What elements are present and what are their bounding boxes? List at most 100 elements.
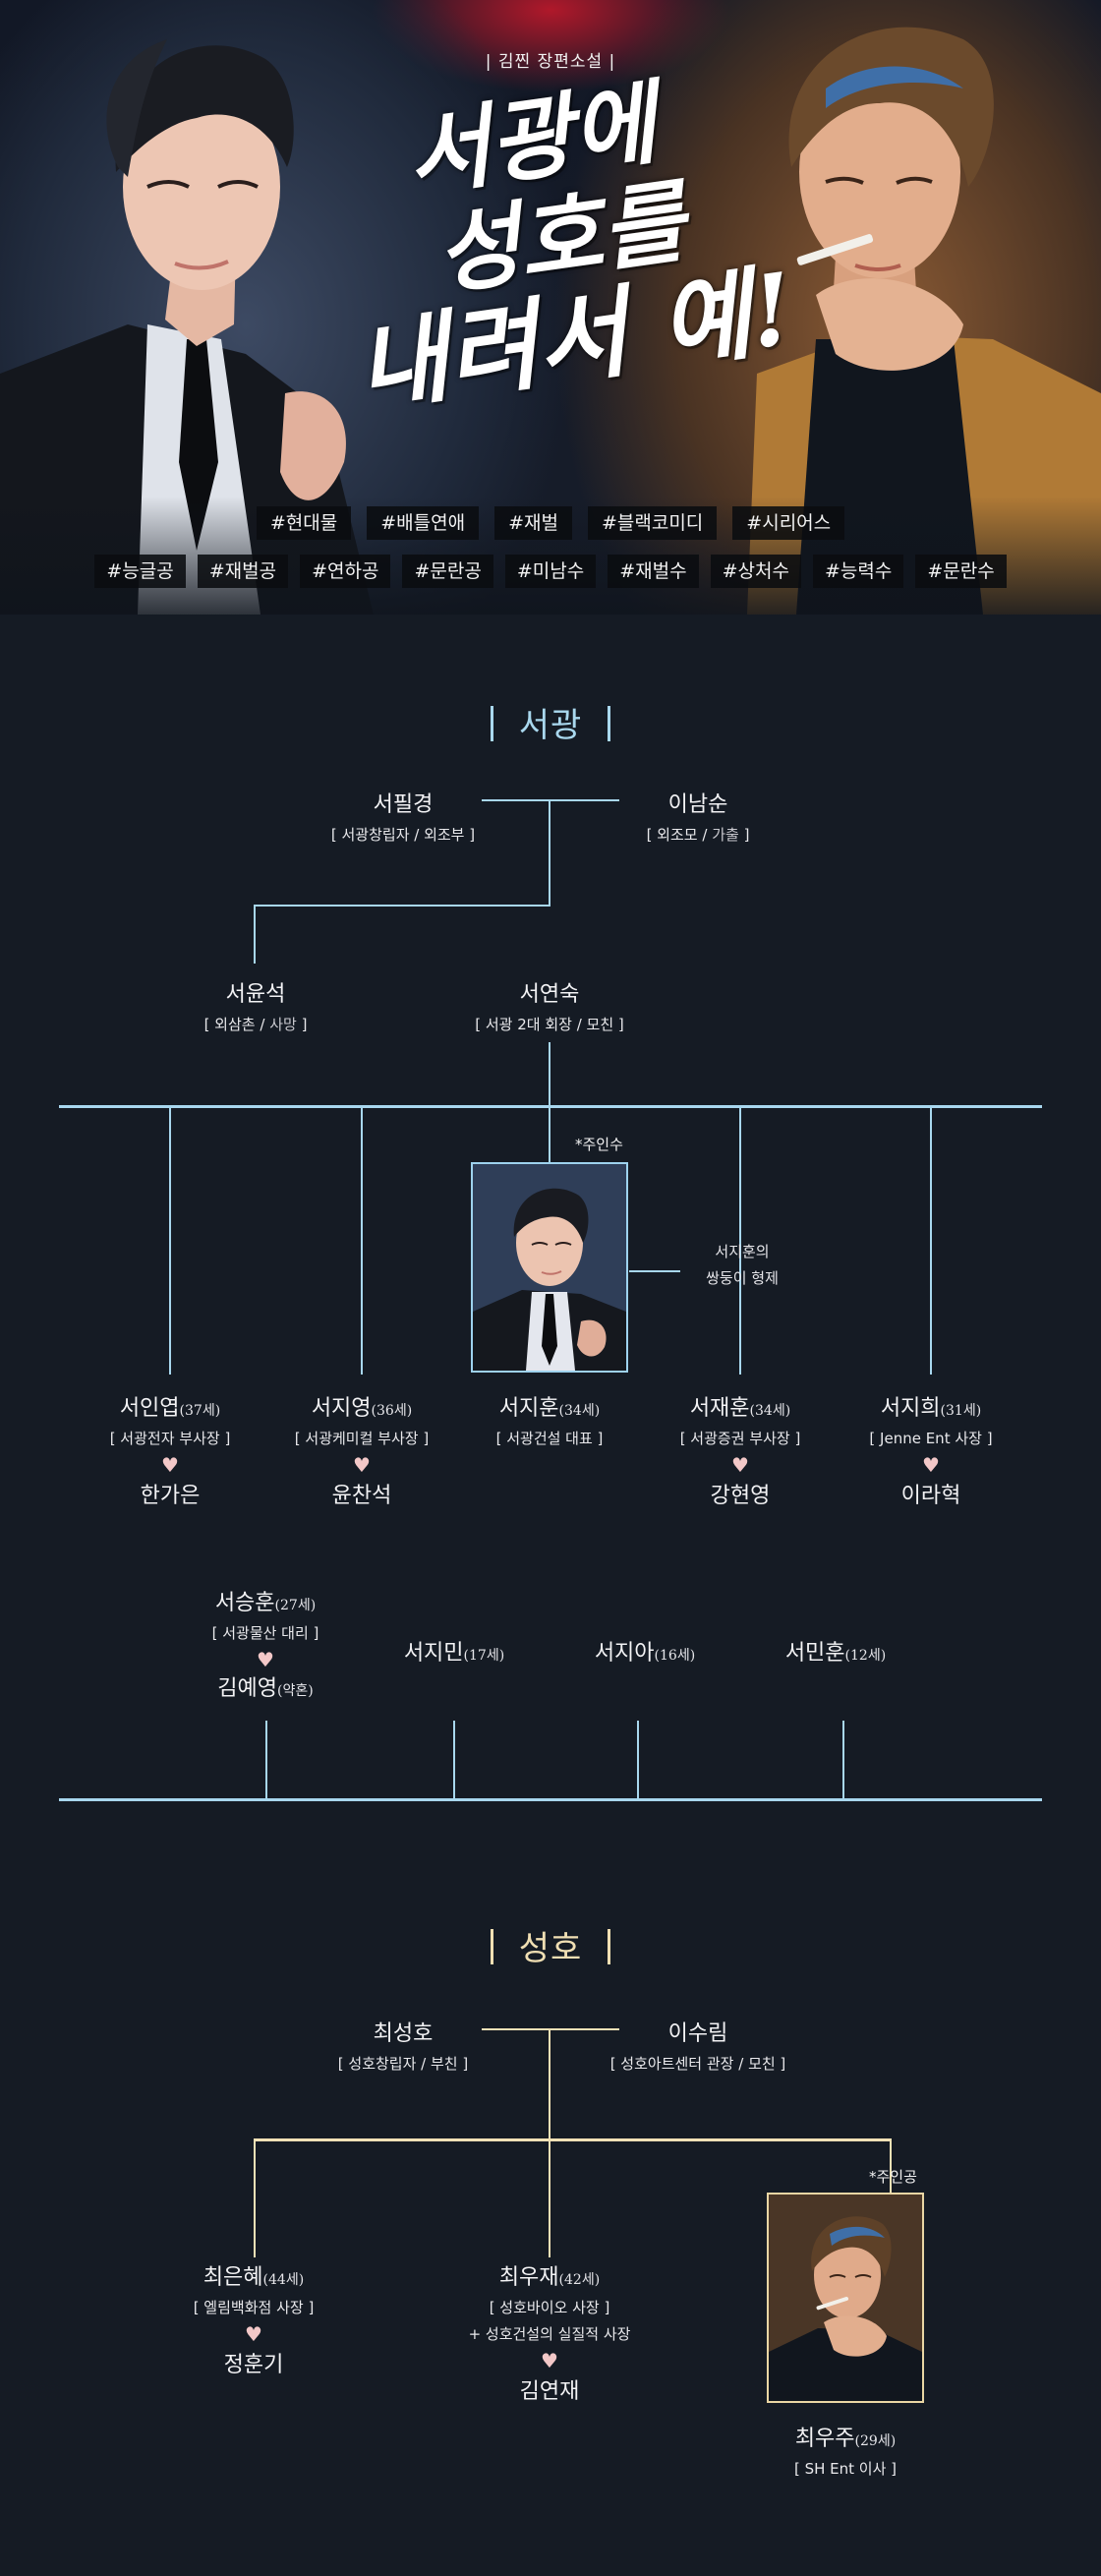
person-seoyunseok: 서윤석 [ 외삼촌 / 사망 ] [108, 976, 403, 1034]
drop-line [549, 2028, 550, 2139]
author-label: | 김찐 장편소설 | [485, 52, 616, 72]
partner-name: 강현영 [710, 1484, 771, 1508]
branch-line [254, 905, 550, 907]
person-role: [ 서광전자 부사장 ] [109, 1430, 231, 1447]
person-seojiyeong: 서지영(36세) [ 서광케미컬 부사장 ] ♥ 윤찬석 [263, 1390, 460, 1509]
person-name: 서필경 [373, 792, 434, 817]
person-role: [ 성호아트센터 관장 / 모친 ] [609, 2055, 786, 2073]
drop-line [254, 905, 256, 964]
children-line [254, 2138, 892, 2141]
person-choieunhye: 최은혜(44세) [ 엘림백화점 사장 ] ♥ 정훈기 [155, 2259, 352, 2378]
hero-banner: | 김찐 장편소설 | 서광에 성호를 내려서 예! #현대물#배틀연애#재벌#… [0, 0, 1101, 615]
title-bar [490, 1929, 493, 1964]
person-seojihui: 서지희(31세) [ Jenne Ent 사장 ] ♥ 이라혁 [833, 1390, 1029, 1509]
tag: #연하공 [300, 555, 391, 588]
heart-icon: ♥ [257, 1648, 274, 1671]
person-role: [ 외조모 / 가출 ] [550, 824, 845, 845]
portrait-illustration [769, 2195, 922, 2401]
person-age: (34세) [558, 1403, 601, 1419]
person-name: 서연숙 [519, 982, 580, 1007]
tag: #재벌 [494, 506, 572, 540]
person-seoinyeop: 서인엽(37세) [ 서광전자 부사장 ] ♥ 한가은 [72, 1390, 268, 1509]
heart-icon: ♥ [731, 1453, 749, 1477]
person-name: 이수림 [667, 2021, 728, 2046]
person-age: (44세) [262, 2272, 305, 2288]
couple-line [482, 799, 619, 801]
child-line [361, 1107, 363, 1375]
tag: #문란수 [915, 555, 1007, 588]
person-age: (31세) [940, 1403, 982, 1419]
grandchild-line [453, 1721, 455, 1799]
person-name: 서지영 [311, 1396, 372, 1421]
person-seoseunghun: 서승훈(27세) [ 서광물산 대리 ] ♥ 김예영(약혼) [167, 1585, 364, 1702]
title-bar [608, 1929, 611, 1964]
partner-name: 한가은 [140, 1484, 201, 1508]
role-text: ] [296, 1016, 308, 1033]
protagonist-tag: *주인공 [869, 2168, 917, 2186]
person-role: [ SH Ent 이사 ] [793, 2460, 898, 2478]
person-name: 서지희 [880, 1396, 941, 1421]
person-name: 서인엽 [119, 1396, 180, 1421]
person-age: (16세) [654, 1648, 696, 1664]
tag: #배틀연애 [367, 506, 480, 540]
person-name: 서재훈 [689, 1396, 750, 1421]
person-seojimin: 서지민(17세) [356, 1635, 552, 1667]
tag: #시리어스 [732, 506, 845, 540]
person-extra-role: + 성호건설의 실질적 사장 [468, 2325, 631, 2343]
heart-icon: ♥ [245, 2322, 262, 2346]
seongho-section-title: 성호 [0, 1921, 1101, 1969]
partner-name: 이라혁 [900, 1484, 961, 1508]
heart-icon: ♥ [161, 1453, 179, 1477]
person-seojaehun: 서재훈(34세) [ 서광증권 부사장 ] ♥ 강현영 [642, 1390, 839, 1509]
person-choiwoojae: 최우재(42세) [ 성호바이오 사장 ] + 성호건설의 실질적 사장 ♥ 김… [441, 2259, 658, 2405]
person-role: [ 성호바이오 사장 ] [489, 2299, 610, 2316]
person-isurim: 이수림 [ 성호아트센터 관장 / 모친 ] [550, 2016, 845, 2074]
child-line [890, 2139, 892, 2193]
person-name: 서지민 [403, 1641, 464, 1666]
person-name: 서윤석 [225, 982, 286, 1007]
person-name: 최성호 [373, 2021, 434, 2046]
role-status: 가출 [712, 826, 739, 844]
role-status: 사망 [269, 1016, 297, 1033]
person-age: (34세) [749, 1403, 791, 1419]
role-text: ] [738, 826, 750, 844]
twin-note: 서지훈의 쌍둥이 형제 [678, 1241, 806, 1288]
person-role: [ 서광증권 부사장 ] [679, 1430, 801, 1447]
person-seopilgyeong: 서필경 [ 서광창립자 / 외조부 ] [256, 787, 550, 845]
person-age: (12세) [844, 1648, 887, 1664]
person-role: [ 서광건설 대표 ] [495, 1430, 604, 1447]
person-role: [ 서광케미컬 부사장 ] [294, 1430, 430, 1447]
novel-title-calligraphy: 서광에 성호를 내려서 예! [0, 70, 1101, 427]
drop-line [549, 1042, 550, 1107]
person-choiwooju: 최우주(29세) [ SH Ent 이사 ] [747, 2421, 944, 2479]
person-role: [ 엘림백화점 사장 ] [193, 2299, 315, 2316]
tag: #재벌공 [197, 555, 289, 588]
person-role: [ 외삼촌 / 사망 ] [108, 1014, 403, 1034]
person-seoyeonsuk: 서연숙 [ 서광 2대 회장 / 모친 ] [402, 976, 697, 1034]
child-line [739, 1107, 741, 1375]
tag: #현대물 [256, 506, 352, 540]
role-text: [ 외삼촌 / [203, 1016, 270, 1033]
children-line [59, 1105, 1042, 1108]
grandchildren-line [59, 1798, 1042, 1801]
heart-icon: ♥ [353, 1453, 371, 1477]
twin-link-line [629, 1270, 680, 1272]
tag: #능력수 [812, 555, 904, 588]
drop-line [549, 799, 550, 905]
heart-icon: ♥ [922, 1453, 940, 1477]
person-seojihun: 서지훈(34세) [ 서광건설 대표 ] [451, 1390, 648, 1448]
couple-line [482, 2028, 619, 2030]
heart-icon: ♥ [541, 2349, 558, 2372]
title-bar [608, 706, 611, 741]
partner-note: (약혼) [277, 1683, 314, 1699]
tag: #문란공 [402, 555, 493, 588]
person-age: (27세) [274, 1598, 317, 1613]
seongho-title-text: 성호 [518, 1929, 583, 1968]
person-role: [ Jenne Ent 사장 ] [869, 1430, 993, 1447]
person-role: [ 서광창립자 / 외조부 ] [330, 826, 476, 844]
person-role: [ 성호창립자 / 부친 ] [337, 2055, 469, 2073]
partner-name: 김예영 [217, 1676, 278, 1701]
person-seominhun: 서민훈(12세) [737, 1635, 934, 1667]
twin-note-line-1: 서지훈의 [715, 1243, 770, 1260]
tag-row-2: #능글공#재벌공#연하공#문란공#미남수#재벌수#상처수#능력수#문란수 [0, 555, 1101, 588]
